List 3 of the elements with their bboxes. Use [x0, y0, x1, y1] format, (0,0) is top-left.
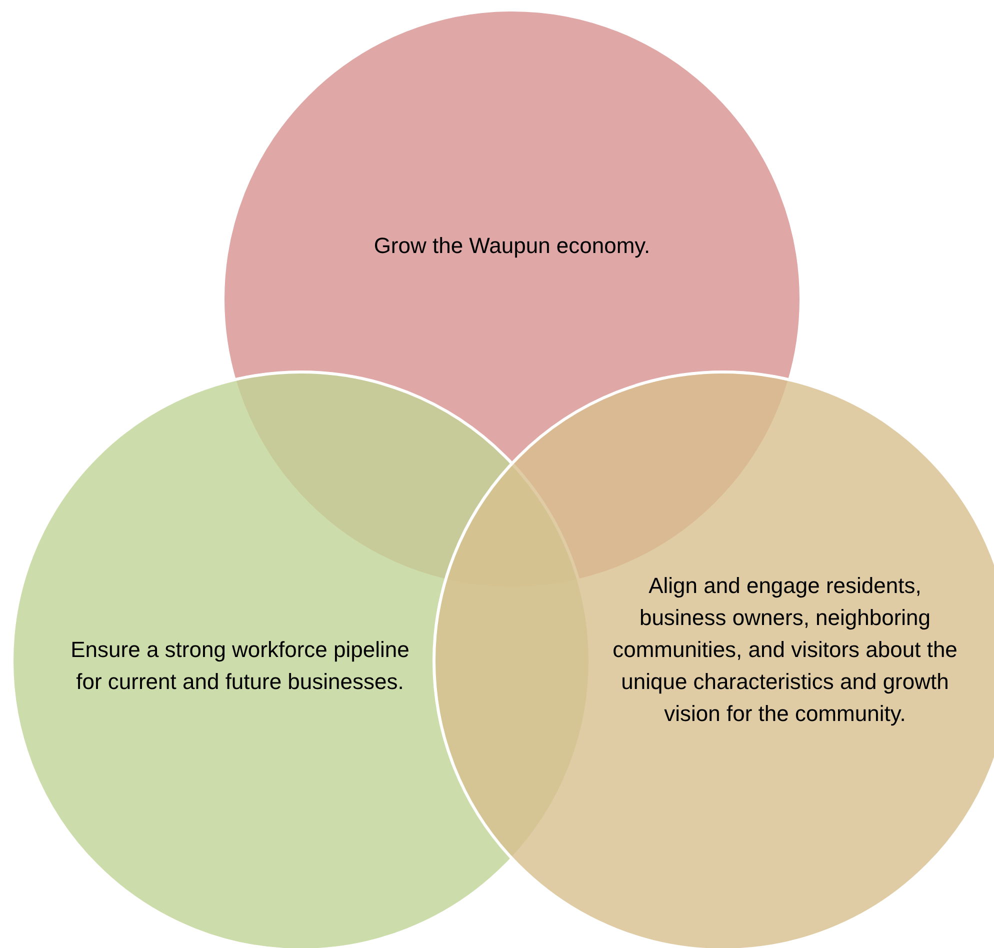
- circle-label: Align and engage residents, business owners, neighboring communities, and visitors about the unique characteristics and growth vision for the community.: [612, 572, 958, 728]
- circle-label: Grow the Waupun economy.: [372, 232, 652, 260]
- circle-label: Ensure a strong workforce pipeline for current and future businesses.: [70, 636, 410, 696]
